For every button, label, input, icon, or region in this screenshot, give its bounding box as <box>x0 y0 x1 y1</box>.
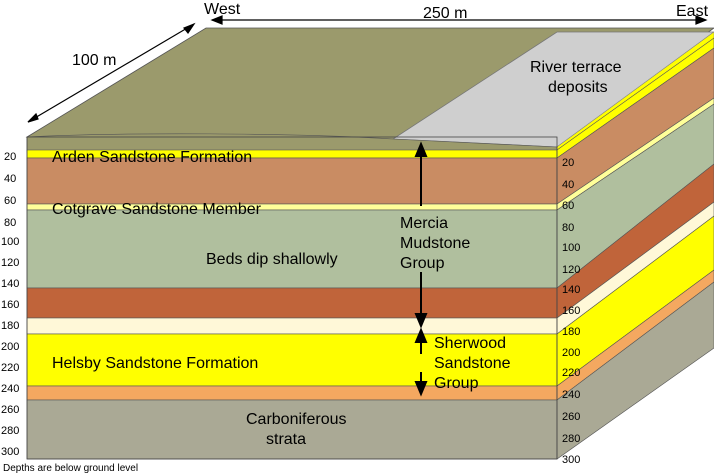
left-depth-220: 220 <box>1 362 19 374</box>
left-depth-140: 140 <box>1 278 19 290</box>
right-depth-80: 80 <box>562 222 574 234</box>
right-depth-280: 280 <box>562 433 580 445</box>
right-depth-100: 100 <box>562 242 580 254</box>
right-depth-260: 260 <box>562 411 580 423</box>
carboniferous-front <box>27 400 557 459</box>
arden-label: Arden Sandstone Formation <box>52 149 252 166</box>
river-terrace-label-2: deposits <box>548 79 608 96</box>
right-depth-180: 180 <box>562 326 580 338</box>
left-depth-20: 20 <box>4 151 16 163</box>
carboniferous-label-1: Carboniferous <box>246 411 347 428</box>
right-depth-300: 300 <box>562 454 580 466</box>
left-depth-260: 260 <box>1 404 19 416</box>
river-terrace-label-1: River terrace <box>530 59 622 76</box>
left-depth-40: 40 <box>4 173 16 185</box>
cream-layer-front <box>27 318 557 334</box>
mercia-label-1: Mercia <box>400 215 448 232</box>
red-mudstone-front <box>27 288 557 318</box>
sherwood-label-1: Sherwood <box>434 335 506 352</box>
width-arrowhead-start <box>28 114 38 122</box>
mercia-label-2: Mudstone <box>400 235 470 252</box>
right-depth-40: 40 <box>562 179 574 191</box>
mercia-label-3: Group <box>400 255 445 272</box>
left-depth-scale: 20 40 60 80 100 120 140 160 180 200 220 … <box>1 151 19 458</box>
east-label: East <box>676 3 709 20</box>
helsby-label: Helsby Sandstone Formation <box>52 355 258 372</box>
sherwood-label-3: Group <box>434 375 479 392</box>
left-depth-120: 120 <box>1 257 19 269</box>
left-depth-160: 160 <box>1 299 19 311</box>
right-depth-240: 240 <box>562 389 580 401</box>
left-depth-300: 300 <box>1 446 19 458</box>
west-label: West <box>204 1 241 18</box>
left-depth-100: 100 <box>1 236 19 248</box>
left-depth-180: 180 <box>1 320 19 332</box>
width-label: 100 m <box>72 52 116 69</box>
left-depth-240: 240 <box>1 383 19 395</box>
right-depth-120: 120 <box>562 264 580 276</box>
right-depth-200: 200 <box>562 347 580 359</box>
beds-dip-label: Beds dip shallowly <box>206 251 338 268</box>
right-depth-220: 220 <box>562 367 580 379</box>
right-depth-60: 60 <box>562 200 574 212</box>
right-depth-140: 140 <box>562 284 580 296</box>
green-mudstone-front <box>27 210 557 288</box>
carboniferous-label-2: strata <box>266 431 306 448</box>
footnote: Depths are below ground level <box>3 463 138 474</box>
left-depth-60: 60 <box>4 195 16 207</box>
sherwood-label-2: Sandstone <box>434 355 511 372</box>
width-arrowhead-end <box>184 24 194 33</box>
left-depth-80: 80 <box>4 217 16 229</box>
right-depth-20: 20 <box>562 157 574 169</box>
cotgrave-label: Cotgrave Sandstone Member <box>52 201 262 218</box>
left-depth-200: 200 <box>1 341 19 353</box>
left-depth-280: 280 <box>1 425 19 437</box>
right-depth-160: 160 <box>562 305 580 317</box>
length-label: 250 m <box>423 5 467 22</box>
